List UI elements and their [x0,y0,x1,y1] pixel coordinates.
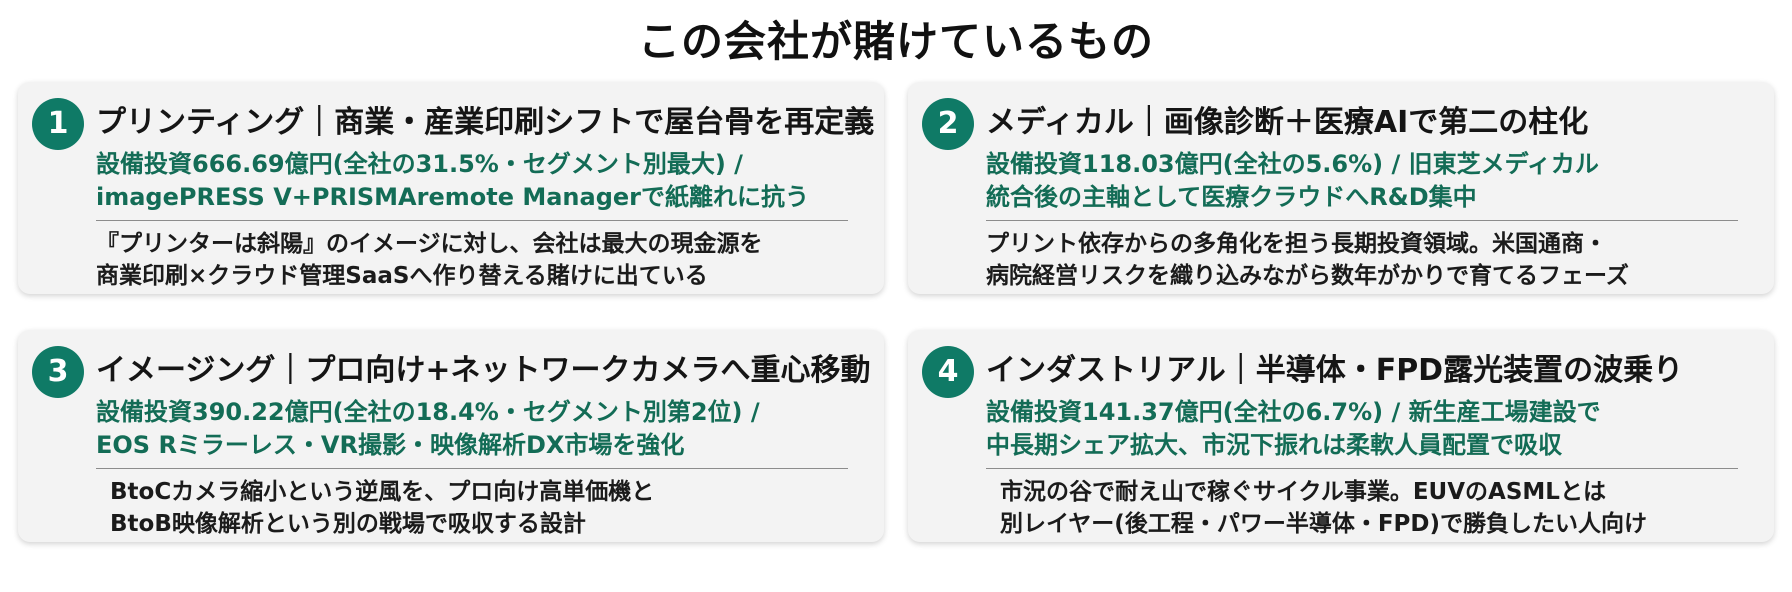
highlight-line: 設備投資118.03億円(全社の5.6%) / 旧東芝メディカル [986,150,1599,178]
divider [96,468,848,469]
number-badge: 4 [922,346,974,398]
investment-highlight: 設備投資141.37億円(全社の6.7%) / 新生産工場建設で 中長期シェア拡… [986,396,1766,462]
summary-line: 『プリンターは斜陽』のイメージに対し、会社は最大の現金源を [96,231,763,257]
highlight-line: 統合後の主軸として医療クラウドへR&D集中 [986,183,1477,211]
card-heading: インダストリアル｜半導体・FPD露光装置の波乗り [986,353,1684,388]
bet-card-printing: 1 プリンティング｜商業・産業印刷シフトで屋台骨を再定義 設備投資666.69億… [18,82,884,294]
card-summary: プリント依存からの多角化を担う長期投資領域。米国通商・ 病院経営リスクを織り込み… [986,228,1766,292]
summary-line: 市況の谷で耐え山で稼ぐサイクル事業。EUVのASMLとは [1000,479,1606,505]
number-badge: 2 [922,98,974,150]
card-summary: 市況の谷で耐え山で稼ぐサイクル事業。EUVのASMLとは 別レイヤー(後工程・パ… [1000,476,1780,540]
summary-line: BtoCカメラ縮小という逆風を、プロ向け高単価機と [110,479,655,505]
card-heading: イメージング｜プロ向け+ネットワークカメラへ重心移動 [96,353,871,388]
summary-line: BtoB映像解析という別の戦場で吸収する設計 [110,511,586,537]
card-heading: メディカル｜画像診断＋医療AIで第二の柱化 [986,105,1589,140]
number-badge: 3 [32,346,84,398]
card-summary: BtoCカメラ縮小という逆風を、プロ向け高単価機と BtoB映像解析という別の戦… [110,476,890,540]
card-summary: 『プリンターは斜陽』のイメージに対し、会社は最大の現金源を 商業印刷×クラウド管… [96,228,876,292]
highlight-line: 設備投資141.37億円(全社の6.7%) / 新生産工場建設で [986,398,1601,426]
investment-highlight: 設備投資390.22億円(全社の18.4%・セグメント別第2位) / EOS R… [96,396,876,462]
highlight-line: 中長期シェア拡大、市況下振れは柔軟人員配置で吸収 [986,431,1562,459]
card-heading: プリンティング｜商業・産業印刷シフトで屋台骨を再定義 [96,105,875,140]
divider [96,220,848,221]
bet-card-imaging: 3 イメージング｜プロ向け+ネットワークカメラへ重心移動 設備投資390.22億… [18,330,884,542]
bet-card-industrial: 4 インダストリアル｜半導体・FPD露光装置の波乗り 設備投資141.37億円(… [908,330,1774,542]
investment-highlight: 設備投資118.03億円(全社の5.6%) / 旧東芝メディカル 統合後の主軸と… [986,148,1766,214]
number-badge: 1 [32,98,84,150]
highlight-line: 設備投資390.22億円(全社の18.4%・セグメント別第2位) / [96,398,760,426]
divider [986,220,1738,221]
highlight-line: 設備投資666.69億円(全社の31.5%・セグメント別最大) / [96,150,743,178]
summary-line: 病院経営リスクを織り込みながら数年がかりで育てるフェーズ [986,263,1629,289]
summary-line: 別レイヤー(後工程・パワー半導体・FPD)で勝負したい人向け [1000,511,1647,537]
summary-line: プリント依存からの多角化を担う長期投資領域。米国通商・ [986,231,1607,257]
highlight-line: EOS Rミラーレス・VR撮影・映像解析DX市場を強化 [96,431,685,459]
summary-line: 商業印刷×クラウド管理SaaSへ作り替える賭けに出ている [96,263,708,289]
divider [986,468,1738,469]
page-title: この会社が賭けているもの [637,17,1154,66]
bet-card-medical: 2 メディカル｜画像診断＋医療AIで第二の柱化 設備投資118.03億円(全社の… [908,82,1774,294]
investment-highlight: 設備投資666.69億円(全社の31.5%・セグメント別最大) / imageP… [96,148,876,214]
highlight-line: imagePRESS V+PRISMAremote Managerで紙離れに抗う [96,183,809,211]
